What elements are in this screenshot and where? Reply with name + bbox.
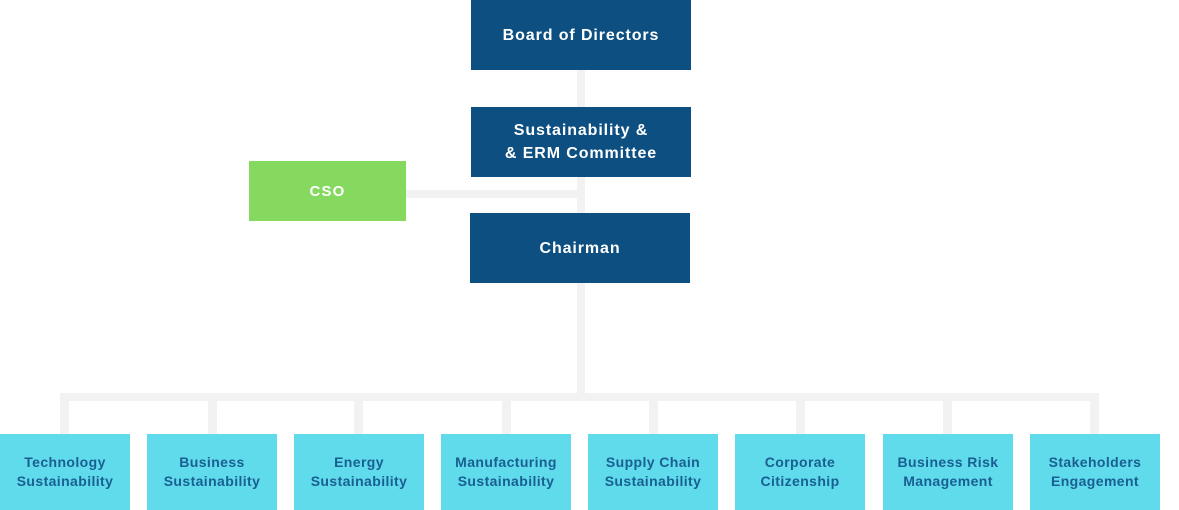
connector-horizontal-bus <box>60 393 1099 401</box>
node-sustainability-erm-committee: Sustainability & & ERM Committee <box>471 107 691 177</box>
node-cso: CSO <box>249 161 406 221</box>
node-label-line2: Citizenship <box>760 473 840 489</box>
connector-drop-supply-chain <box>649 393 658 434</box>
node-business-sustainability: Business Sustainability <box>147 434 277 510</box>
node-label: Board of Directors <box>502 26 660 44</box>
connector-drop-business-risk <box>943 393 952 434</box>
node-label-line2: Sustainability <box>604 473 702 489</box>
node-label-line1: Corporate <box>764 454 836 470</box>
node-energy-sustainability: Energy Sustainability <box>294 434 424 510</box>
node-label-line2: Sustainability <box>163 473 261 489</box>
node-label-line2: Sustainability <box>310 473 408 489</box>
node-manufacturing-sustainability: Manufacturing Sustainability <box>441 434 571 510</box>
connector-drop-corporate <box>796 393 805 434</box>
node-label-line2: & ERM Committee <box>504 145 658 162</box>
connector-drop-stakeholders <box>1090 393 1099 434</box>
node-label: Chairman <box>539 239 621 257</box>
node-corporate-citizenship: Corporate Citizenship <box>735 434 865 510</box>
node-label-line1: Technology <box>24 454 106 470</box>
connector-drop-energy <box>354 393 363 434</box>
node-label-line1: Energy <box>334 454 384 470</box>
connector-chairman-bus <box>577 283 585 401</box>
node-board-of-directors: Board of Directors <box>471 0 691 70</box>
node-label-line2: Engagement <box>1050 473 1139 489</box>
connector-cso <box>406 190 585 198</box>
connector-drop-business <box>208 393 217 434</box>
node-supply-chain-sustainability: Supply Chain Sustainability <box>588 434 718 510</box>
connector-drop-manufacturing <box>502 393 511 434</box>
node-label-line2: Sustainability <box>457 473 555 489</box>
node-label-line2: Sustainability <box>16 473 114 489</box>
node-business-risk-management: Business Risk Management <box>883 434 1013 510</box>
node-label-line1: Supply Chain <box>605 454 701 470</box>
node-label-line2: Management <box>903 473 993 489</box>
node-label-line1: Business <box>179 454 245 470</box>
node-stakeholders-engagement: Stakeholders Engagement <box>1030 434 1160 510</box>
node-label-line1: Stakeholders <box>1048 454 1142 470</box>
node-label-line1: Sustainability & <box>513 122 649 139</box>
node-label-line1: Manufacturing <box>455 454 557 470</box>
node-label-line1: Business Risk <box>897 454 999 470</box>
connector-drop-technology <box>60 393 69 434</box>
connector-board-committee <box>577 70 585 107</box>
node-label: CSO <box>309 182 346 200</box>
node-chairman: Chairman <box>470 213 690 283</box>
node-technology-sustainability: Technology Sustainability <box>0 434 130 510</box>
